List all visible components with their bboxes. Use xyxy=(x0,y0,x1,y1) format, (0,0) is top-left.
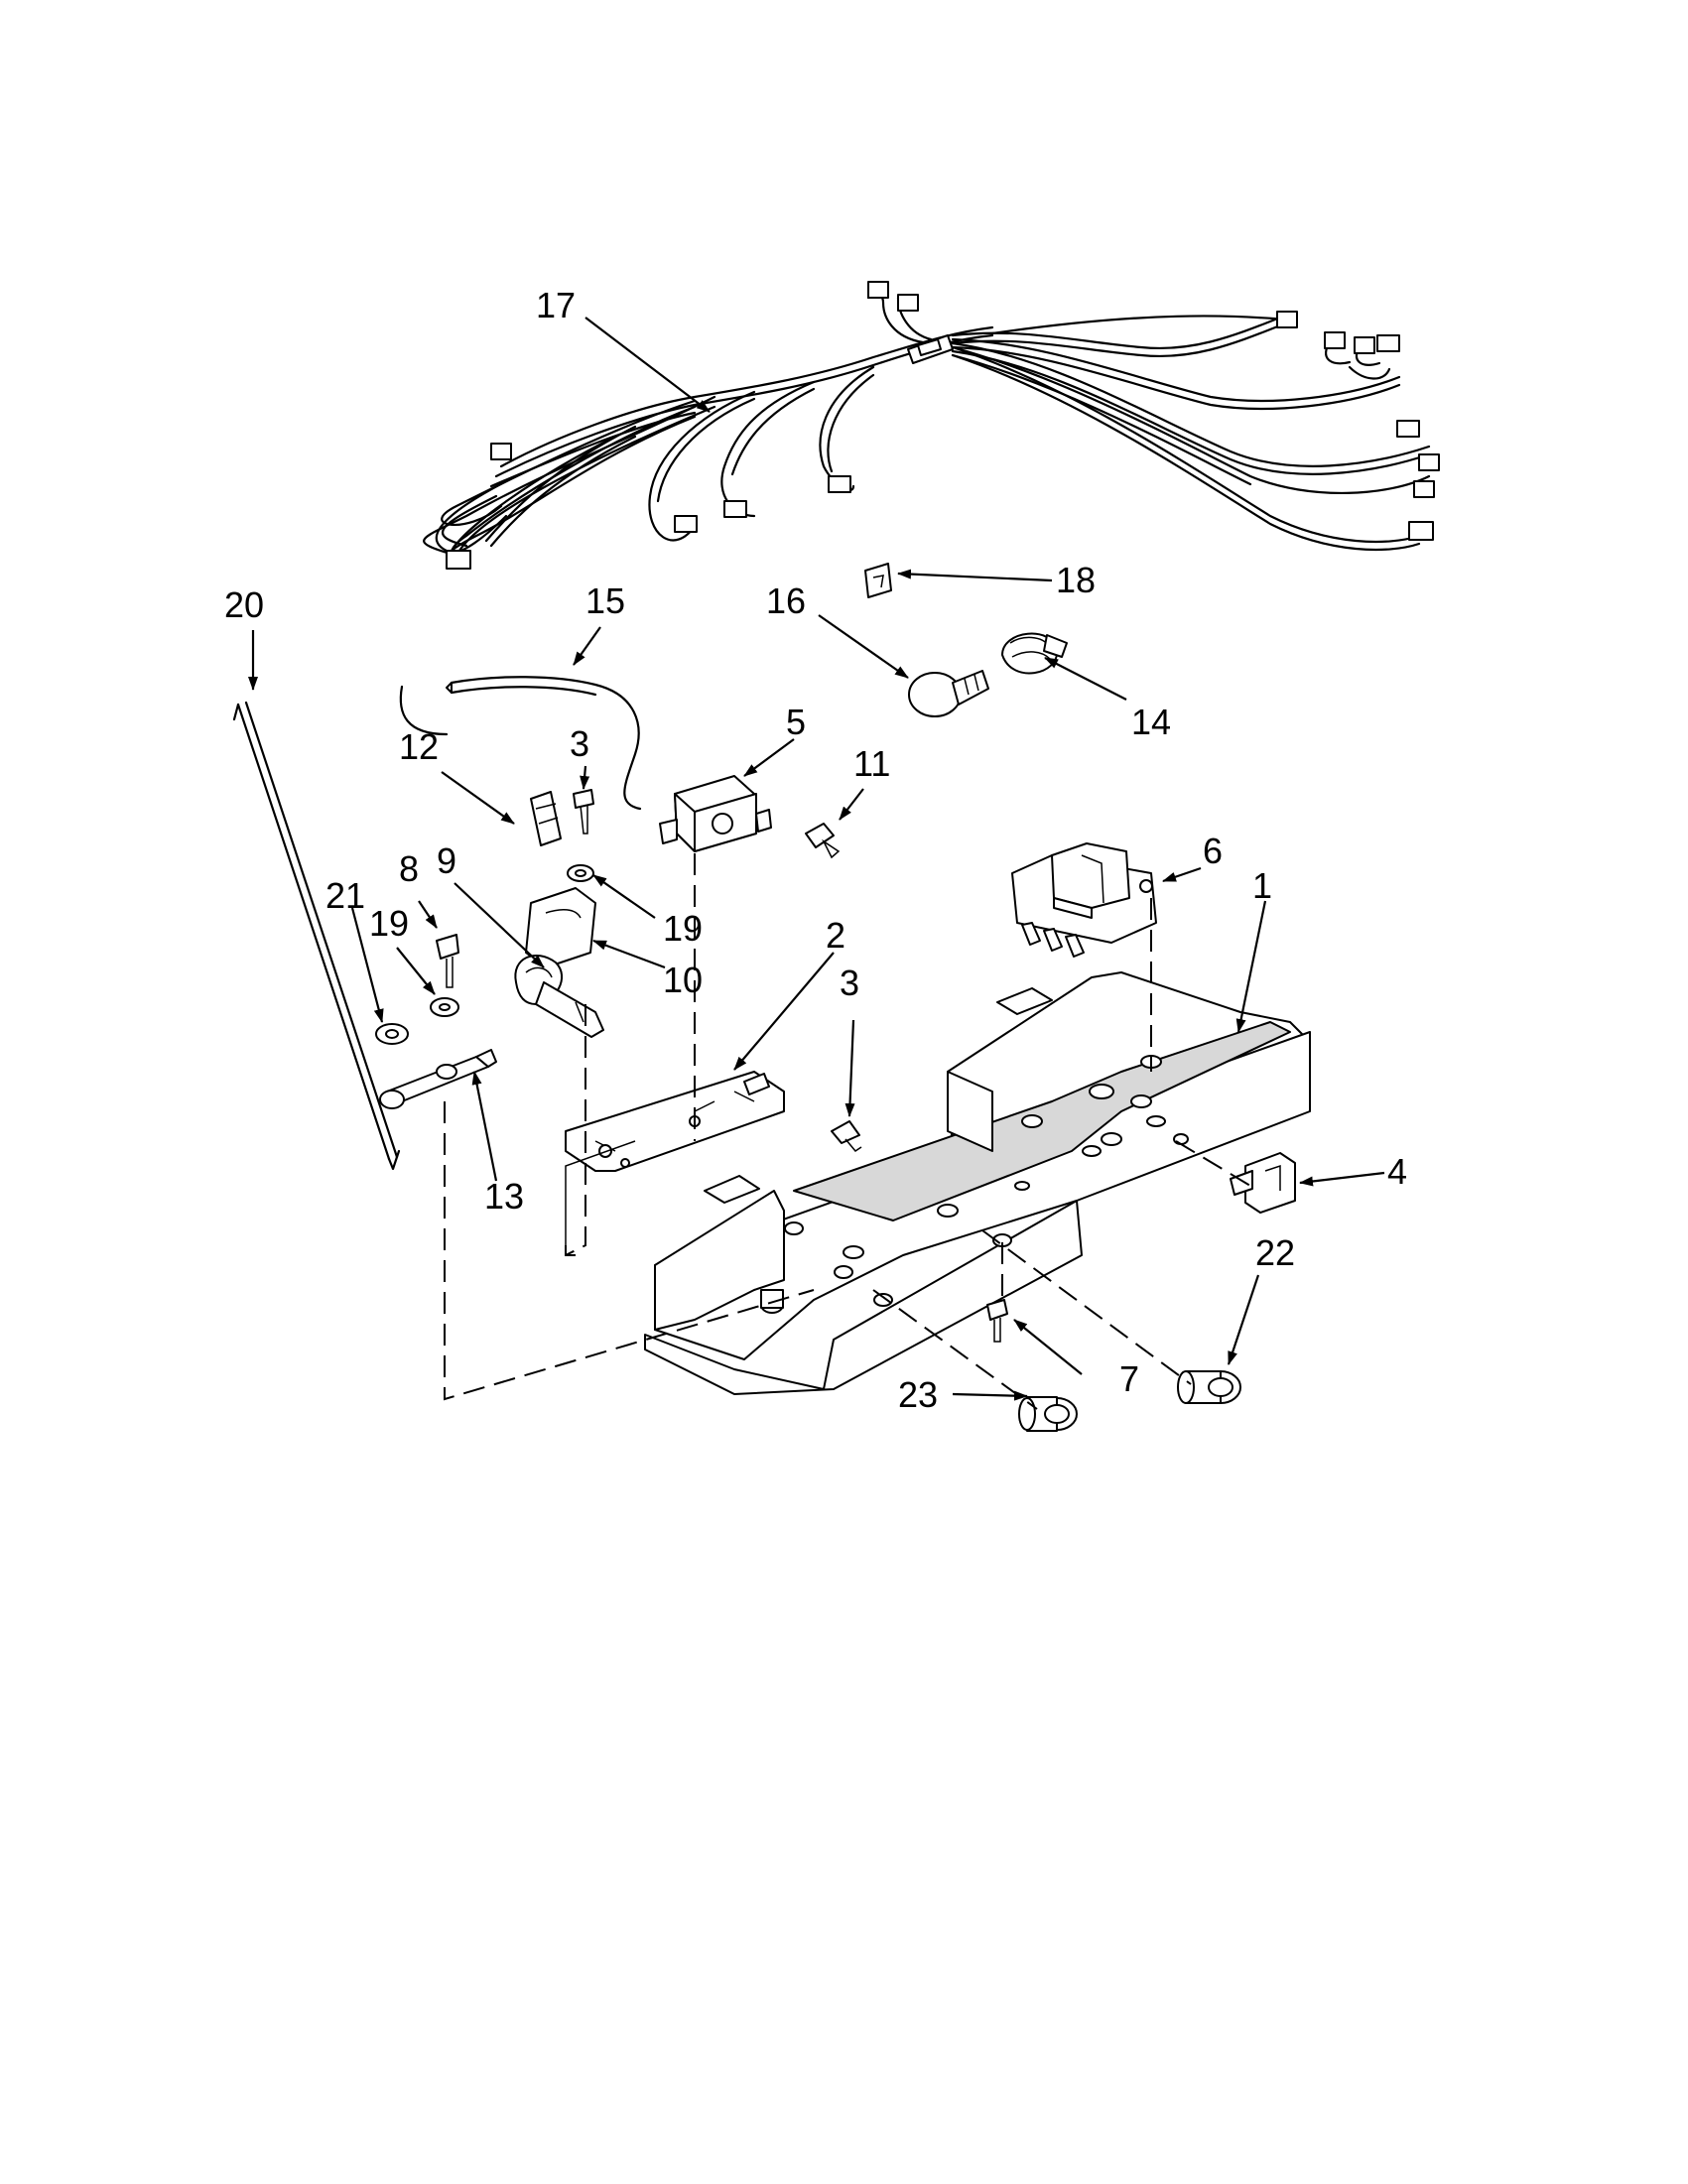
connector-icon xyxy=(723,500,747,518)
switch-4 xyxy=(1230,1152,1296,1214)
bracket-12 xyxy=(530,791,562,846)
callout-17: 17 xyxy=(536,285,576,325)
callout-22: 22 xyxy=(1255,1232,1295,1273)
wire-harness xyxy=(423,281,1440,570)
light-bulb xyxy=(908,670,989,717)
callout-21: 21 xyxy=(325,875,365,916)
callout-19a: 19 xyxy=(663,908,703,949)
defrost-timer xyxy=(1011,842,1157,958)
callout-4: 4 xyxy=(1387,1151,1407,1192)
callout-6: 6 xyxy=(1203,831,1223,871)
connector-icon xyxy=(1418,453,1440,471)
callout-3a: 3 xyxy=(570,723,589,764)
callout-23: 23 xyxy=(898,1374,938,1415)
connector-icon xyxy=(1354,336,1375,354)
callout-10: 10 xyxy=(663,960,703,1000)
callout-8: 8 xyxy=(399,848,419,889)
mounting-plate-2 xyxy=(565,1071,785,1172)
callout-16: 16 xyxy=(766,580,806,621)
control-housing-1 xyxy=(644,971,1311,1395)
connector-icon xyxy=(1396,420,1420,438)
callout-18: 18 xyxy=(1056,560,1096,600)
lever-13 xyxy=(379,1049,497,1109)
rod-20 xyxy=(232,701,401,1171)
callout-labels: 1 2 3 3 4 5 6 7 8 9 10 11 12 13 14 15 16… xyxy=(224,285,1407,1415)
connector-icon xyxy=(1413,480,1435,498)
screw-8 xyxy=(436,934,459,988)
washer-21 xyxy=(375,1023,409,1045)
callout-1: 1 xyxy=(1252,865,1272,906)
capillary-tube xyxy=(399,676,642,811)
callout-9: 9 xyxy=(437,840,456,881)
connector-icon xyxy=(1276,311,1298,328)
callout-15: 15 xyxy=(585,580,625,621)
clip-part xyxy=(864,563,892,598)
callout-7: 7 xyxy=(1119,1358,1139,1399)
connector-icon xyxy=(897,294,919,312)
leader-arrows xyxy=(248,317,1385,1401)
callout-11: 11 xyxy=(853,743,890,784)
connector-icon xyxy=(867,281,889,299)
screw-3-upper xyxy=(573,789,594,835)
control-thermostat xyxy=(659,775,772,852)
washer-19-upper xyxy=(567,864,594,882)
washer-19-lower xyxy=(430,997,459,1017)
connector-icon xyxy=(674,515,698,533)
shaft-9 xyxy=(514,954,604,1038)
light-shield-22 xyxy=(1177,1370,1241,1404)
callout-2: 2 xyxy=(826,915,845,956)
connector-icon xyxy=(1376,334,1400,352)
connector-icon xyxy=(446,550,471,570)
screw-3-lower xyxy=(831,1120,862,1152)
callout-13: 13 xyxy=(484,1176,524,1217)
callout-3b: 3 xyxy=(840,963,859,1003)
assembly-lines xyxy=(444,853,1251,1410)
screw-11 xyxy=(805,823,841,859)
light-shield-23 xyxy=(1018,1396,1078,1432)
callout-12: 12 xyxy=(399,726,439,767)
callout-5: 5 xyxy=(786,702,806,742)
connector-icon xyxy=(490,443,512,460)
retainer-10 xyxy=(525,887,596,968)
callout-14: 14 xyxy=(1131,702,1171,742)
lamp-socket xyxy=(1001,632,1068,675)
screw-7 xyxy=(986,1299,1008,1343)
callout-20: 20 xyxy=(224,584,264,625)
callout-19b: 19 xyxy=(369,903,409,944)
connector-icon xyxy=(1408,521,1434,541)
connector-icon xyxy=(1324,331,1346,349)
connector-icon xyxy=(828,475,851,493)
